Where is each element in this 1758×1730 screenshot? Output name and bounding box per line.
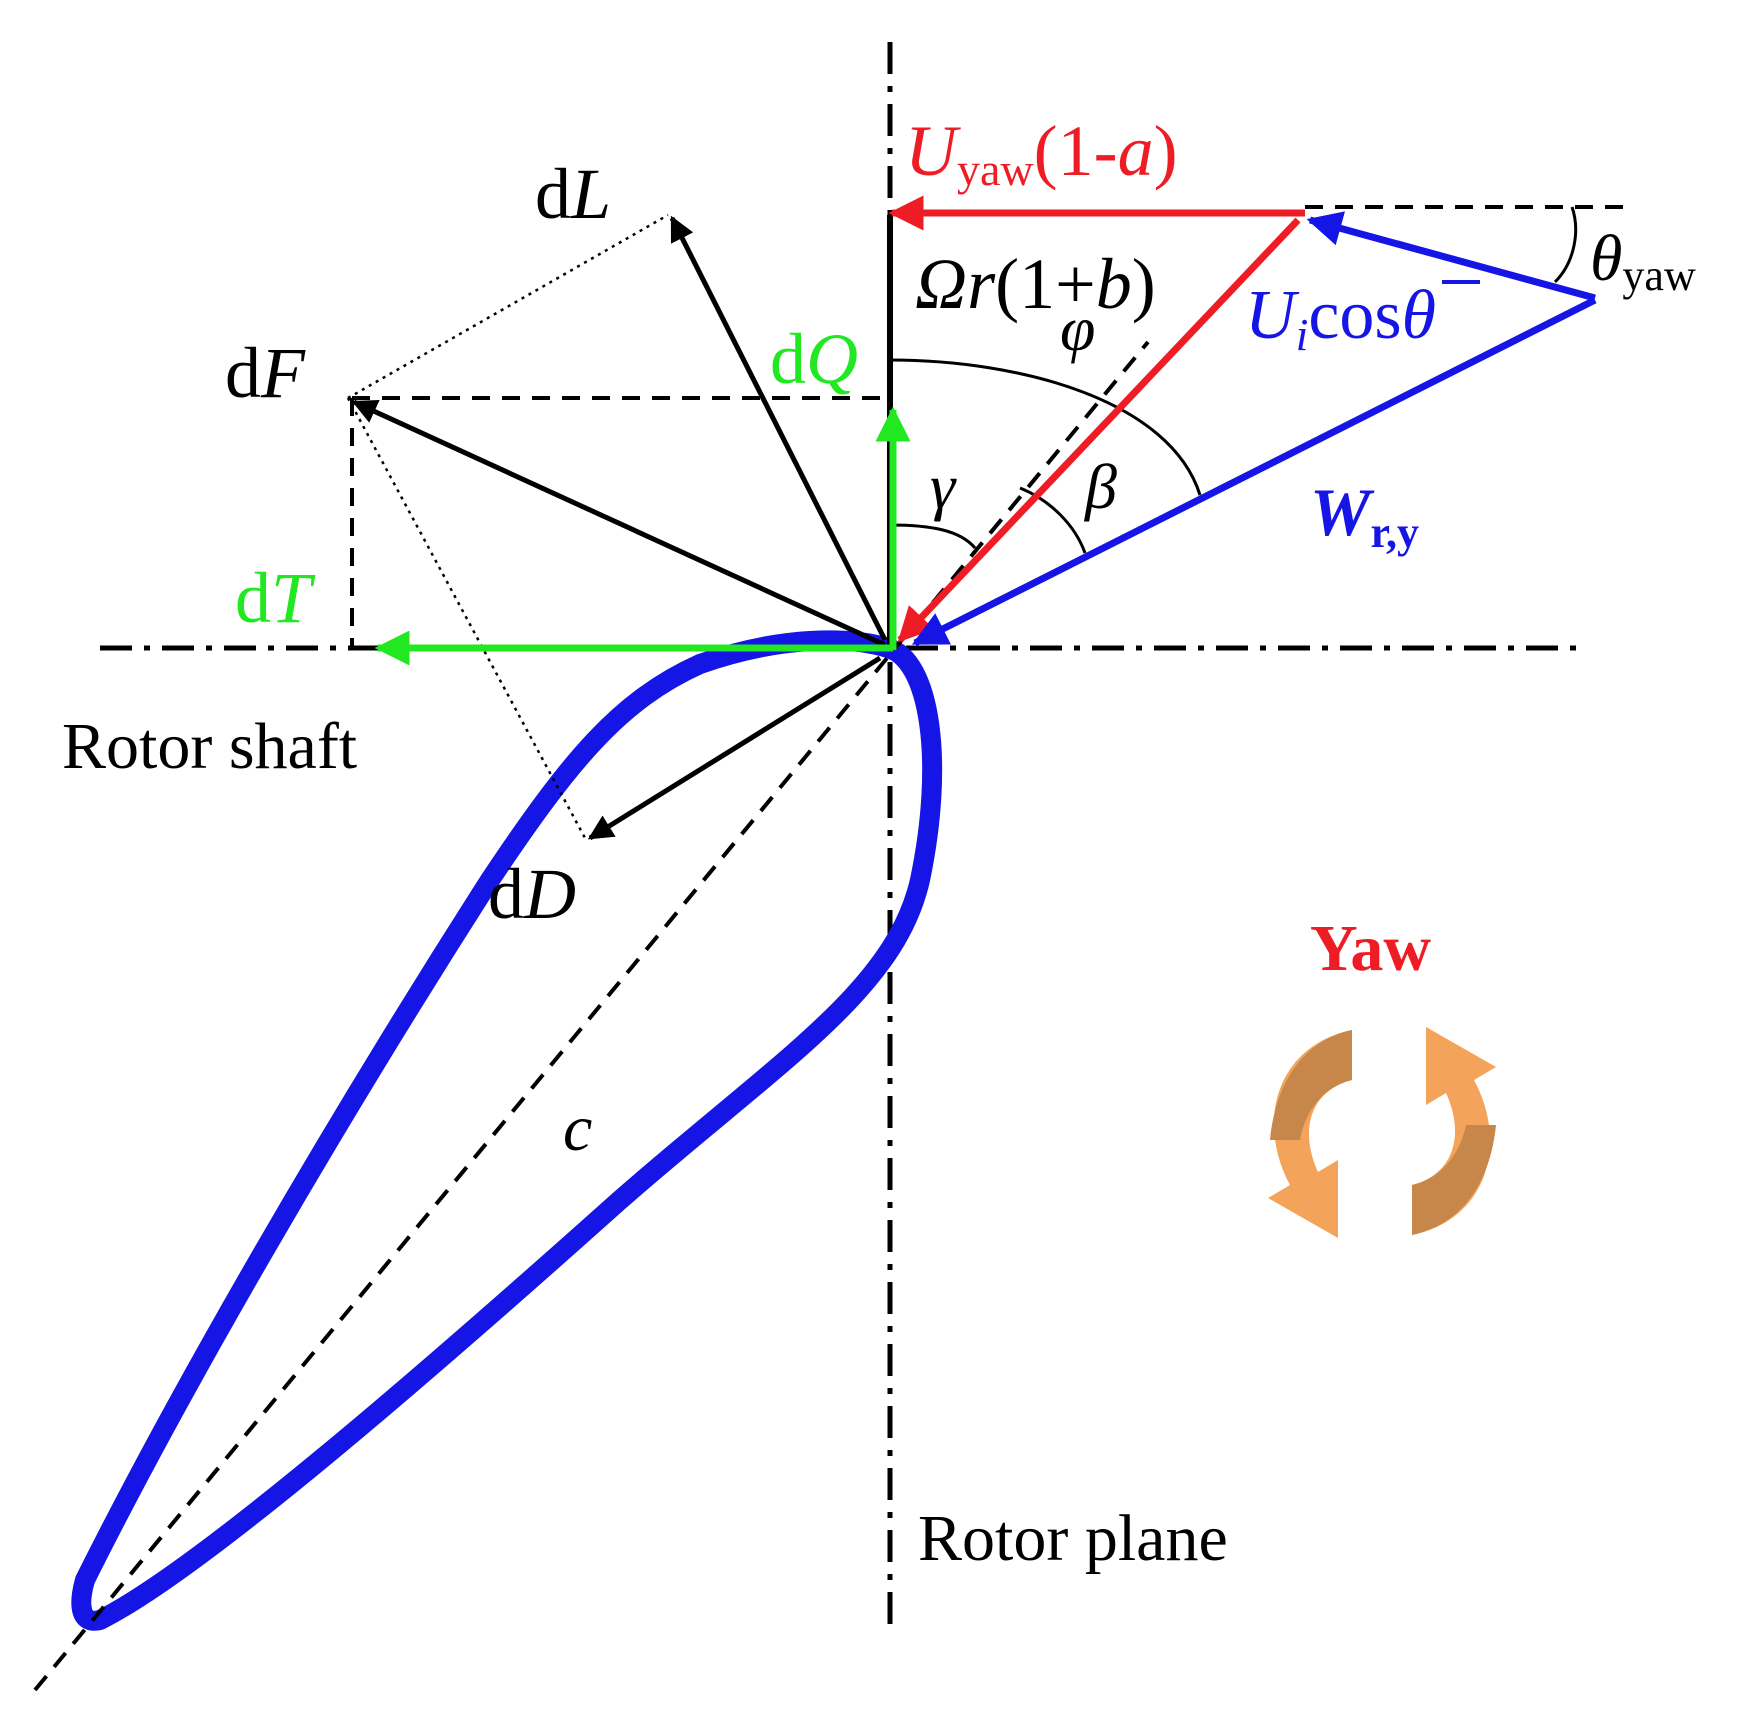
dF-arrow xyxy=(351,399,887,648)
dT-label: dT xyxy=(235,558,316,638)
rotor-shaft-label: Rotor shaft xyxy=(62,710,357,783)
dQ-label: dQ xyxy=(770,319,858,399)
omega-r-label: Ωr(1+b) xyxy=(915,244,1156,324)
theta-yaw-arc xyxy=(1553,206,1578,284)
yaw-label: Yaw xyxy=(1310,912,1431,985)
dL-label: dL xyxy=(535,154,611,234)
yaw-arrow-bottom-right-icon xyxy=(1412,1125,1496,1235)
w-ry-arrow xyxy=(911,296,1597,647)
dotted-dF-to-dD xyxy=(346,397,587,839)
beta-arc xyxy=(1019,486,1087,554)
ui-cos-arrow xyxy=(1306,211,1596,302)
chord-line xyxy=(33,340,1150,1692)
yaw-arrow-top-left-icon xyxy=(1270,1030,1352,1140)
relative-velocity-red-arrow xyxy=(897,217,1301,643)
rotor-plane-label: Rotor plane xyxy=(918,1502,1228,1575)
ui-cos-label: Uicosθ xyxy=(1245,277,1436,360)
beta-label: β xyxy=(1083,451,1117,522)
airfoil xyxy=(71,630,943,1631)
yaw-rotation-icon xyxy=(1268,1027,1496,1238)
u-yaw-label: Uyaw(1-a) xyxy=(905,111,1178,195)
gamma-arc xyxy=(889,523,977,549)
dD-arrow xyxy=(587,655,882,841)
dotted-dF-to-dL xyxy=(347,213,669,400)
w-ry-label: Wr,y xyxy=(1310,474,1419,557)
phi-label: φ xyxy=(1060,293,1095,364)
dD-label: dD xyxy=(488,854,576,934)
theta-yaw-label: θyaw xyxy=(1590,222,1696,300)
chord-label: c xyxy=(563,1092,592,1165)
gamma-label: γ xyxy=(930,451,957,522)
dL-arrow xyxy=(669,215,888,642)
dF-label: dF xyxy=(225,333,306,413)
phi-arc xyxy=(889,358,1202,496)
